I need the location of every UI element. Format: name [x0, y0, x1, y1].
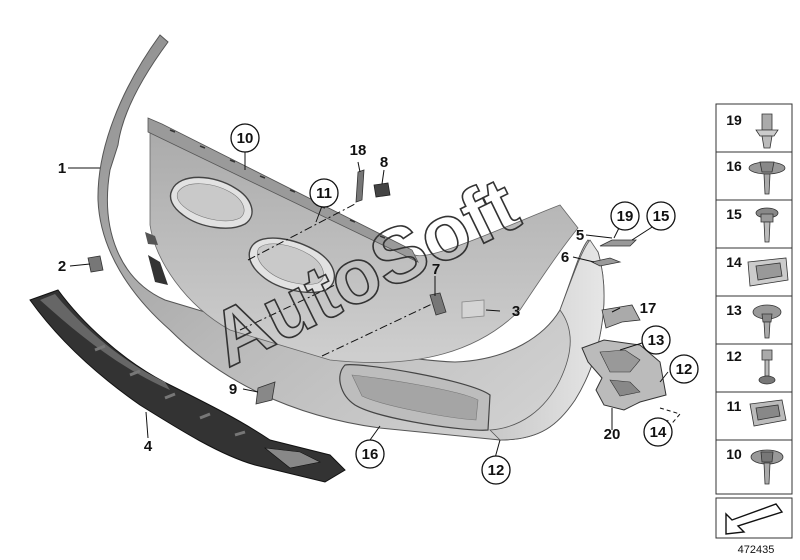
parts-row-11-label: 11	[727, 398, 742, 414]
spring-nut-icon	[749, 399, 787, 427]
callout-12-right: 12	[676, 361, 693, 378]
callout-20: 20	[604, 426, 621, 443]
callout-17: 17	[640, 300, 657, 317]
callout-4: 4	[144, 438, 153, 455]
callout-12-bottom: 12	[488, 462, 505, 479]
collar-screw-icon	[755, 207, 779, 243]
callout-16: 16	[362, 446, 379, 463]
callout-10: 10	[237, 130, 254, 147]
callout-1: 1	[58, 160, 66, 177]
parts-row-15-label: 15	[726, 206, 742, 222]
parts-reference-column: 19 16 15 14 13	[715, 103, 793, 556]
parts-row-14-label: 14	[726, 254, 742, 270]
clip-nut-icon	[747, 257, 789, 287]
hex-screw-icon	[758, 349, 776, 385]
leader-lines	[68, 152, 669, 459]
callout-7: 7	[432, 261, 440, 278]
callout-5: 5	[576, 227, 584, 244]
callout-15: 15	[653, 208, 670, 225]
wide-washer-screw-icon	[750, 449, 784, 485]
parts-row-16-label: 16	[726, 158, 742, 174]
push-rivet-icon	[755, 113, 779, 149]
callout-19: 19	[617, 208, 634, 225]
callout-18: 18	[350, 142, 367, 159]
direction-arrow-icon	[725, 503, 784, 535]
image-number: 472435	[738, 544, 775, 556]
parts-row-12-label: 12	[726, 348, 742, 364]
callout-2: 2	[58, 258, 66, 275]
washer-screw-icon	[752, 304, 782, 339]
callout-11: 11	[316, 185, 332, 202]
parts-row-10-label: 10	[726, 446, 742, 462]
callout-9: 9	[229, 381, 237, 398]
parts-row-19-label: 19	[726, 112, 742, 128]
callout-6: 6	[561, 249, 569, 266]
parts-row-13-label: 13	[726, 302, 742, 318]
callout-8: 8	[380, 154, 388, 171]
small-parts	[87, 169, 681, 429]
callout-3: 3	[512, 303, 520, 320]
callout-13: 13	[648, 332, 665, 349]
callout-labels: 1 2 3 4 5 6 7 8 9 17 18 20 10 11 12 12 1…	[58, 123, 699, 485]
callout-14: 14	[650, 424, 667, 441]
lower-spoiler	[29, 289, 346, 483]
flange-screw-icon	[748, 161, 786, 195]
